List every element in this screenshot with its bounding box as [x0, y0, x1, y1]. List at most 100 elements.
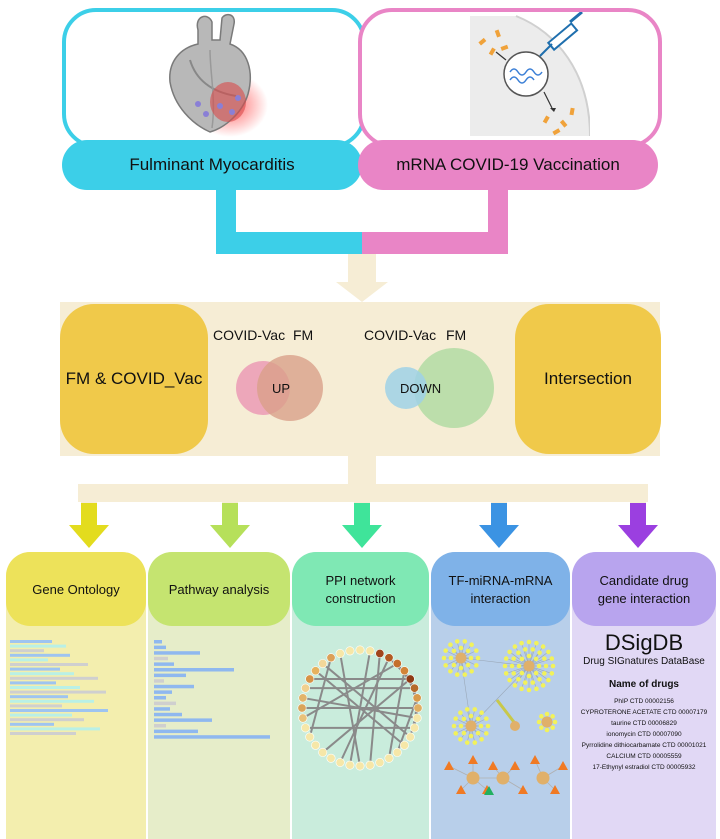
tf-node — [526, 639, 532, 645]
drug-item: ionomycin CTD 00007090 — [606, 731, 682, 738]
arrow-gene-ontology — [69, 503, 109, 548]
tf-node — [458, 736, 463, 742]
vaccination-label-box: mRNA COVID-19 Vaccination — [358, 140, 658, 190]
tf-hub — [466, 771, 480, 785]
tf-node — [536, 719, 542, 725]
ppi-edge — [322, 678, 411, 754]
thumb-bar — [154, 679, 164, 683]
ppi-title-line2: construction — [325, 590, 396, 606]
thumb-bar — [154, 684, 194, 689]
ppi-node — [392, 659, 402, 669]
tf-node — [546, 677, 551, 683]
pathway-header: Pathway analysis — [148, 552, 290, 626]
ppi-node — [345, 760, 355, 770]
thumb-bar — [154, 701, 176, 706]
drug-list-title: Name of drugs — [608, 679, 679, 690]
tf-node — [537, 650, 542, 656]
tf-node — [534, 686, 539, 692]
tf-node — [552, 719, 558, 725]
ppi-node — [298, 693, 308, 703]
thumb-bar — [10, 672, 74, 676]
tf-node — [479, 736, 484, 742]
tf-node — [475, 716, 481, 722]
fm-covid-label: FM & COVID_Vac — [65, 369, 203, 388]
ppi-node — [405, 732, 415, 742]
thumb-bar — [10, 649, 44, 653]
ppi-edge — [314, 669, 406, 747]
ppi-title-line1: PPI network — [325, 572, 396, 588]
tf-node — [533, 670, 539, 676]
tf-node — [542, 656, 547, 661]
thumb-bar — [10, 699, 94, 703]
tf-hub — [536, 771, 550, 785]
tf-node — [549, 656, 555, 661]
tf-node — [516, 676, 521, 682]
tf-node — [472, 740, 478, 745]
tf-node — [522, 647, 528, 652]
ppi-node — [345, 646, 355, 656]
tf-node — [475, 655, 481, 661]
venn-up-center: UP — [272, 381, 291, 396]
arrow-down-1 — [348, 254, 376, 284]
tf-node — [448, 642, 453, 648]
tf-node — [461, 730, 467, 736]
ppi-node — [326, 753, 336, 763]
thumb-bar — [10, 713, 72, 717]
thumb-bar — [10, 686, 80, 689]
tf-triangle — [510, 761, 520, 770]
tf-node — [549, 671, 555, 676]
ppi-node — [355, 761, 365, 771]
tf-triangle — [550, 785, 560, 794]
tf-node — [484, 716, 489, 721]
tf-node — [526, 673, 532, 679]
ppi-edge — [339, 657, 390, 763]
thumb-bar — [154, 712, 182, 717]
tf-node — [453, 716, 458, 721]
ppi-node — [384, 753, 394, 763]
tf-node — [550, 663, 556, 669]
thumb-bar — [154, 735, 270, 739]
pathway-title: Pathway analysis — [168, 581, 270, 597]
tf-node — [453, 731, 458, 736]
tf-node — [543, 663, 549, 669]
thumb-bar — [10, 722, 54, 726]
dsigdb-subtitle: Drug SIGnatures DataBase — [583, 656, 705, 667]
venn-down-center: DOWN — [400, 381, 442, 396]
ppi-edge — [409, 707, 419, 738]
tf-node — [468, 733, 474, 739]
tf-node — [539, 714, 544, 719]
tf-node — [502, 663, 508, 669]
ppi-node — [300, 723, 310, 733]
tf-node — [479, 710, 484, 716]
tf-triangle — [456, 785, 466, 794]
ppi-edge — [308, 657, 332, 738]
tf-node — [448, 668, 453, 674]
tf-node — [458, 665, 464, 671]
tf-node — [530, 647, 536, 652]
venn-down-label-fm: FM — [446, 327, 467, 343]
tf-node — [451, 662, 457, 668]
tf-node — [485, 723, 491, 729]
tf-node — [469, 642, 474, 648]
tf-node — [469, 668, 474, 674]
fulminant-myocarditis-label: Fulminant Myocarditis — [129, 155, 295, 174]
drug-list: PhIP CTD 00002156 CYPROTERONE ACETATE CT… — [572, 696, 716, 773]
thumb-bar — [10, 658, 48, 662]
tf-node — [484, 731, 489, 736]
tf-node — [468, 655, 474, 661]
drug-title-line2: gene interaction — [597, 590, 691, 606]
tf-node — [540, 683, 546, 688]
tf-node — [468, 713, 474, 719]
ppi-node — [410, 723, 420, 733]
tf-node — [507, 649, 512, 655]
tf-node — [472, 707, 478, 712]
thumb-bar — [10, 653, 70, 657]
ppi-node — [300, 683, 310, 693]
thumb-bar — [10, 732, 76, 735]
tf-node — [461, 716, 467, 722]
tf-node — [474, 648, 479, 653]
ppi-edge — [388, 670, 406, 759]
thumb-bar — [10, 644, 66, 648]
tf-node — [519, 686, 524, 692]
thumb-bar — [10, 727, 100, 731]
